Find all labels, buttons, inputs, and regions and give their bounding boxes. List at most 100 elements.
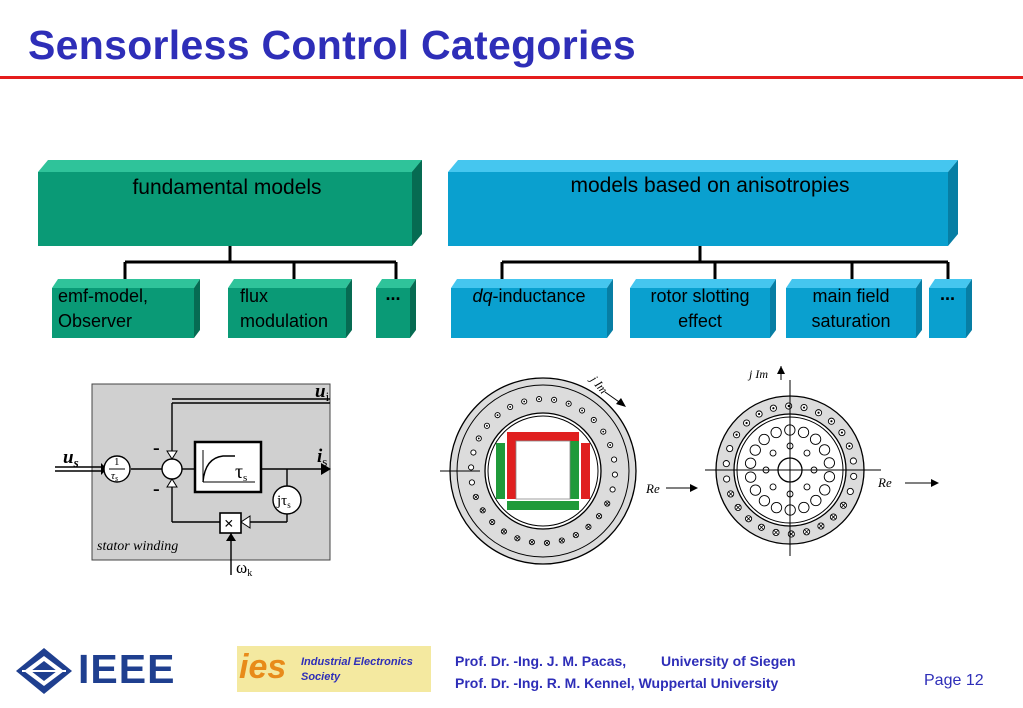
slot-marker: [468, 464, 475, 471]
slot-marker: [819, 484, 831, 496]
filter-block: [193, 440, 263, 494]
slot-dot: [581, 409, 583, 412]
footer-affiliation1: University of Siegen: [661, 653, 796, 669]
slot-cross: [480, 508, 485, 513]
slot-dot: [538, 398, 540, 401]
anisotropy-connectors: [500, 246, 950, 279]
feedback-block: [272, 485, 302, 515]
multiplier-block: [219, 512, 242, 534]
ies-text-line2: Society: [301, 671, 341, 683]
ies-logo: ies Industrial Electronics Society: [237, 646, 431, 692]
slot-marker: [611, 456, 618, 463]
slot-cross: [490, 519, 495, 525]
slot-dot: [787, 404, 790, 408]
slot-marker: [850, 472, 858, 480]
right-real-axis-label: Re: [877, 475, 892, 490]
slot-dot: [817, 411, 820, 414]
slot-cross: [758, 524, 764, 530]
slot-dot: [840, 431, 843, 434]
motor-cross-section-left: Re j Im: [440, 371, 698, 565]
stator-winding-block-diagram: us ui is 1 τs τs jτs - - × ωk stator win…: [55, 381, 331, 579]
input-u: us: [63, 447, 79, 470]
anisotropy-more-label: ...: [939, 284, 955, 304]
slot-dot: [602, 430, 605, 433]
slot-cross: [818, 523, 824, 529]
anisotropy-models-box: [448, 160, 958, 246]
slot-marker: [823, 471, 836, 483]
ies-mark: ies: [239, 648, 287, 686]
slot-dot: [477, 437, 480, 440]
slot-dot: [486, 424, 488, 427]
slot-cross: [544, 540, 550, 545]
slot-dot: [830, 420, 833, 423]
slot-marker: [770, 501, 783, 514]
minus-sign-bottom: -: [153, 478, 160, 500]
slot-marker: [809, 433, 822, 445]
main-field-saturation-label: main field saturation: [811, 286, 891, 331]
motor-cross-section-right: j Im Re: [705, 366, 939, 556]
footer-author2: Prof. Dr. -Ing. R. M. Kennel, Wuppertal …: [455, 675, 779, 691]
rotor-slotting-label: rotor slotting effect: [650, 286, 750, 331]
slot-dot: [848, 444, 851, 448]
slot-dot: [553, 398, 556, 401]
anisotropy-models-label: models based on anisotropies: [570, 174, 850, 197]
slot-dot: [523, 400, 526, 403]
slot-marker: [611, 471, 618, 478]
footer-author1: Prof. Dr. -Ing. J. M. Pacas,: [455, 653, 627, 669]
slot-marker: [468, 479, 475, 486]
stator-slots: [468, 396, 618, 546]
slot-marker: [769, 483, 777, 491]
slot-dot: [735, 433, 738, 436]
slot-marker: [769, 449, 777, 457]
gain-denominator: τs: [111, 470, 118, 483]
rotor-magnet: [496, 432, 590, 510]
slot-marker: [758, 433, 770, 446]
minus-sign-top: -: [153, 437, 160, 459]
slot-marker: [744, 457, 757, 469]
emf-model-label: emf-model, Observer: [58, 286, 149, 331]
title-rule: [0, 76, 1023, 79]
slot-cross: [773, 529, 779, 535]
slot-marker: [470, 449, 477, 456]
output-is: is: [317, 446, 327, 469]
omega-k: ωk: [236, 558, 252, 579]
slot-dot: [802, 406, 806, 409]
slot-marker: [758, 495, 771, 507]
slot-marker: [722, 460, 730, 468]
stator-winding-caption: stator winding: [97, 539, 178, 554]
slot-cross: [735, 504, 741, 510]
output-ui: ui: [315, 381, 330, 404]
fundamental-child-boxes: [52, 279, 416, 338]
anisotropy-child-boxes: [451, 279, 972, 338]
slot-dot: [496, 414, 499, 417]
slot-cross: [728, 491, 734, 497]
slot-marker: [770, 426, 782, 439]
slot-marker: [723, 475, 731, 483]
slot-marker: [823, 457, 836, 469]
slot-marker: [803, 449, 811, 457]
slot-marker: [797, 426, 810, 439]
slot-cross: [501, 529, 507, 534]
slot-dot: [609, 444, 612, 446]
slot-dot: [757, 412, 761, 416]
slot-marker: [810, 494, 822, 507]
slot-marker: [726, 445, 734, 453]
slot-cross: [559, 538, 564, 543]
filter-tau: τs: [235, 461, 247, 484]
slot-marker: [846, 487, 854, 495]
slot-dot: [592, 419, 595, 421]
slot-marker: [744, 471, 757, 483]
ieee-logo-text: IEEE: [78, 646, 176, 692]
slot-marker: [609, 486, 616, 493]
page-title: Sensorless Control Categories: [28, 22, 636, 68]
summing-junction: [161, 458, 183, 480]
ieee-diamond-icon: [16, 648, 72, 694]
slot-marker: [749, 444, 761, 456]
right-imag-axis-label: j Im: [747, 367, 768, 381]
gain-numerator: 1: [114, 456, 120, 468]
slot-cross: [529, 540, 535, 545]
slot-dot: [567, 402, 570, 405]
slot-dot: [509, 406, 512, 408]
slot-cross: [515, 536, 520, 541]
